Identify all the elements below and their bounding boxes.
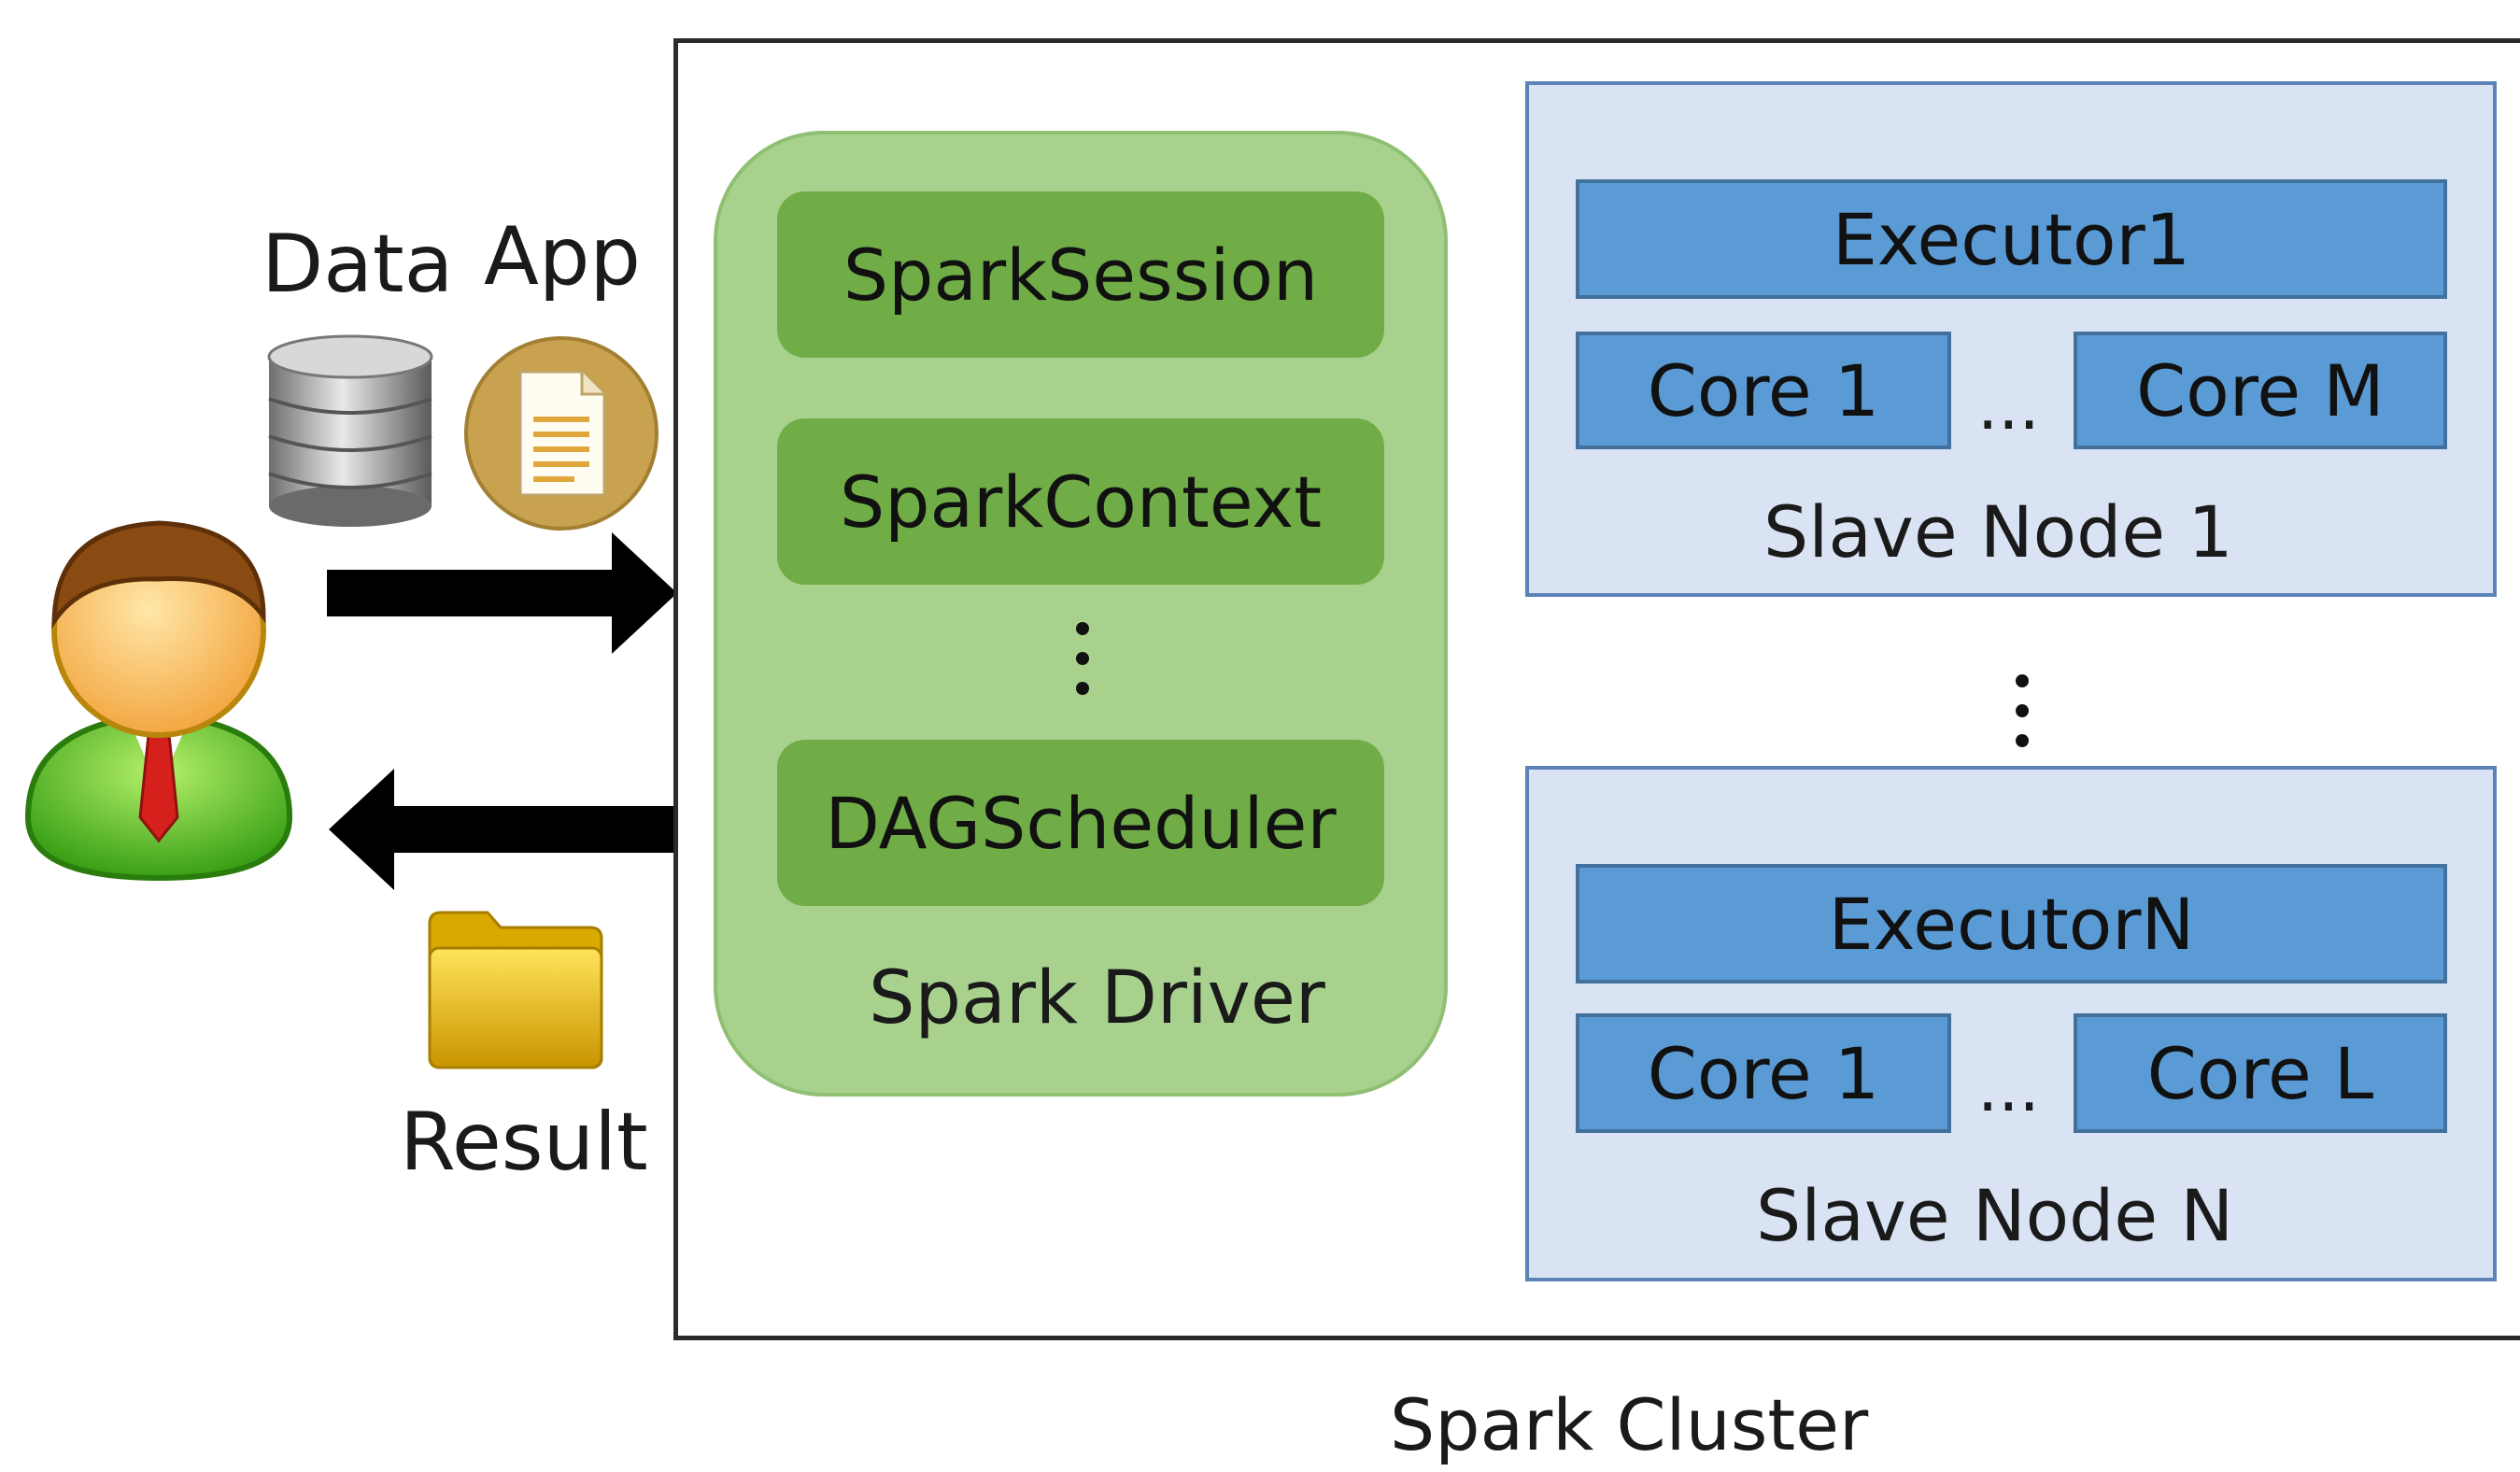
nodes-vertical-ellipsis: [2016, 674, 2031, 764]
document-icon: [464, 336, 658, 531]
core-ellipsis: ...: [1977, 368, 2040, 445]
core-ellipsis: ...: [1977, 1050, 2040, 1126]
slave-node-label: Slave Node N: [1756, 1174, 2234, 1257]
executor-box: Executor1: [1576, 179, 2447, 299]
result-arrow: [329, 769, 676, 890]
driver-item-sparkcontext: SparkContext: [777, 418, 1384, 585]
executor-box: ExecutorN: [1576, 864, 2447, 984]
core-box: Core L: [2074, 1013, 2447, 1133]
database-icon: [267, 334, 433, 527]
submit-arrow: [327, 532, 677, 654]
driver-item-sparksession: SparkSession: [777, 191, 1384, 358]
spark-cluster-label: Spark Cluster: [1390, 1383, 1869, 1466]
spark-driver-label: Spark Driver: [869, 956, 1325, 1040]
core-box: Core 1: [1576, 332, 1951, 449]
data-label: Data: [262, 218, 454, 311]
result-label: Result: [400, 1096, 648, 1189]
slave-node-label: Slave Node 1: [1763, 490, 2233, 573]
app-label: App: [484, 210, 642, 304]
folder-icon: [428, 911, 603, 1069]
core-box: Core 1: [1576, 1013, 1951, 1133]
driver-item-dagscheduler: DAGScheduler: [777, 740, 1384, 906]
driver-vertical-ellipsis: [1076, 622, 1091, 712]
user-icon: [24, 520, 293, 882]
core-box: Core M: [2074, 332, 2447, 449]
